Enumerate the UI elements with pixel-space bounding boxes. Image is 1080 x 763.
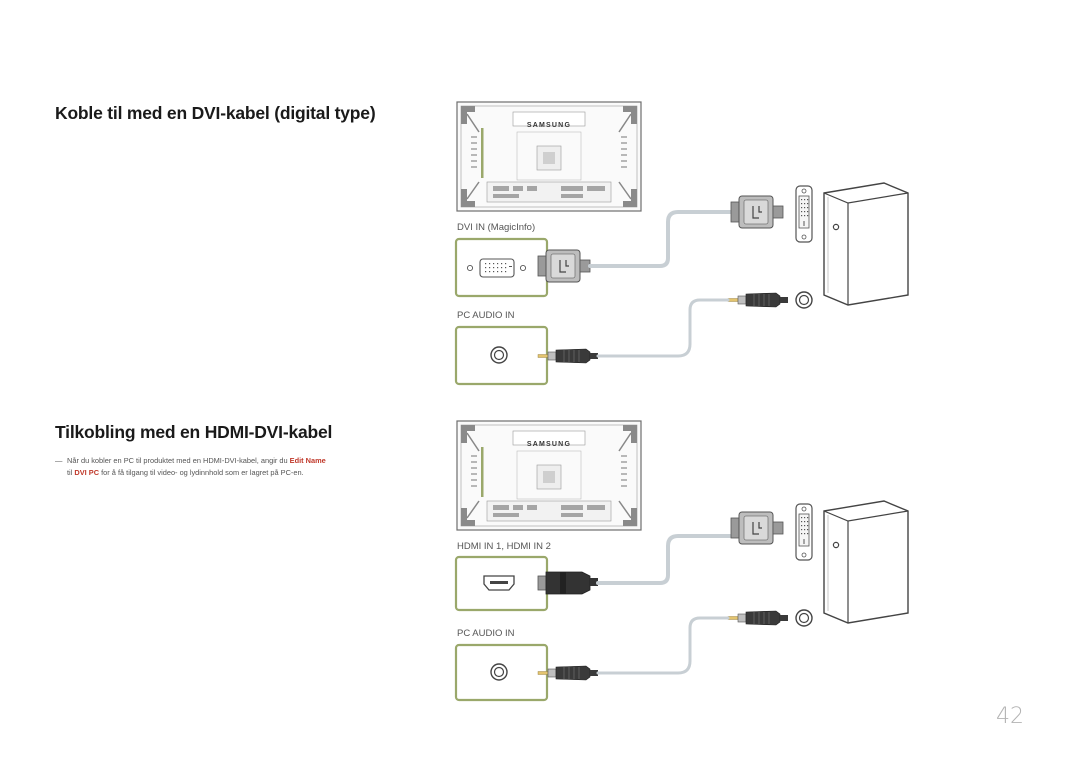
audio-jack-icon xyxy=(490,346,508,364)
audio-plug-pc xyxy=(727,292,789,308)
note-text-2: til xyxy=(67,468,73,477)
note-text-3: for å få tilgang til video- og lydinnhol… xyxy=(101,468,304,477)
pc-audio-jack-icon-2 xyxy=(795,609,813,627)
hdmi-plug-monitor xyxy=(537,571,598,595)
monitor-back-panel: SAMSUNG xyxy=(456,101,642,212)
section-heading-hdmi-dvi: Tilkobling med en HDMI-DVI-kabel xyxy=(55,422,333,442)
pc-dvi-port-icon xyxy=(795,185,813,243)
port-label-hdmi-in: HDMI IN 1, HDMI IN 2 xyxy=(457,541,551,552)
port-label-pc-audio-in: PC AUDIO IN xyxy=(457,310,515,321)
dvi-cable-plug-monitor xyxy=(537,249,591,283)
note-highlight-edit-name: Edit Name xyxy=(289,456,326,465)
audio-plug-pc-2 xyxy=(727,610,789,626)
page-number: 42 xyxy=(996,704,1024,729)
pc-audio-jack-icon xyxy=(795,291,813,309)
dvi-cable xyxy=(588,210,734,268)
audio-jack-icon-2 xyxy=(490,663,508,681)
pc-tower-icon-2 xyxy=(823,500,909,624)
monitor-brand-label: SAMSUNG xyxy=(527,122,571,129)
port-label-dvi-in: DVI IN (MagicInfo) xyxy=(457,222,536,233)
hdmi-dvi-cable xyxy=(596,534,734,585)
monitor-brand-label-2: SAMSUNG xyxy=(527,441,571,448)
note-highlight-dvi-pc: DVI PC xyxy=(74,468,100,477)
dvi-cable-plug-pc xyxy=(730,195,784,229)
audio-cable xyxy=(596,298,730,358)
dvi-port-icon xyxy=(466,258,527,278)
dvi-cable-plug-pc-2 xyxy=(730,511,784,545)
section-heading-dvi: Koble til med en DVI-kabel (digital type… xyxy=(55,103,376,123)
port-label-pc-audio-in-2: PC AUDIO IN xyxy=(457,628,515,639)
note-text-1: Når du kobler en PC til produktet med en… xyxy=(67,456,288,465)
pc-dvi-port-icon-2 xyxy=(795,503,813,561)
audio-cable-2 xyxy=(596,616,730,675)
note-hdmi-dvi: ― Når du kobler en PC til produktet med e… xyxy=(55,455,427,479)
pc-tower-icon xyxy=(823,182,909,306)
note-dash: ― xyxy=(55,456,63,465)
monitor-back-panel-2: SAMSUNG xyxy=(456,420,642,531)
hdmi-port-icon xyxy=(483,575,515,591)
